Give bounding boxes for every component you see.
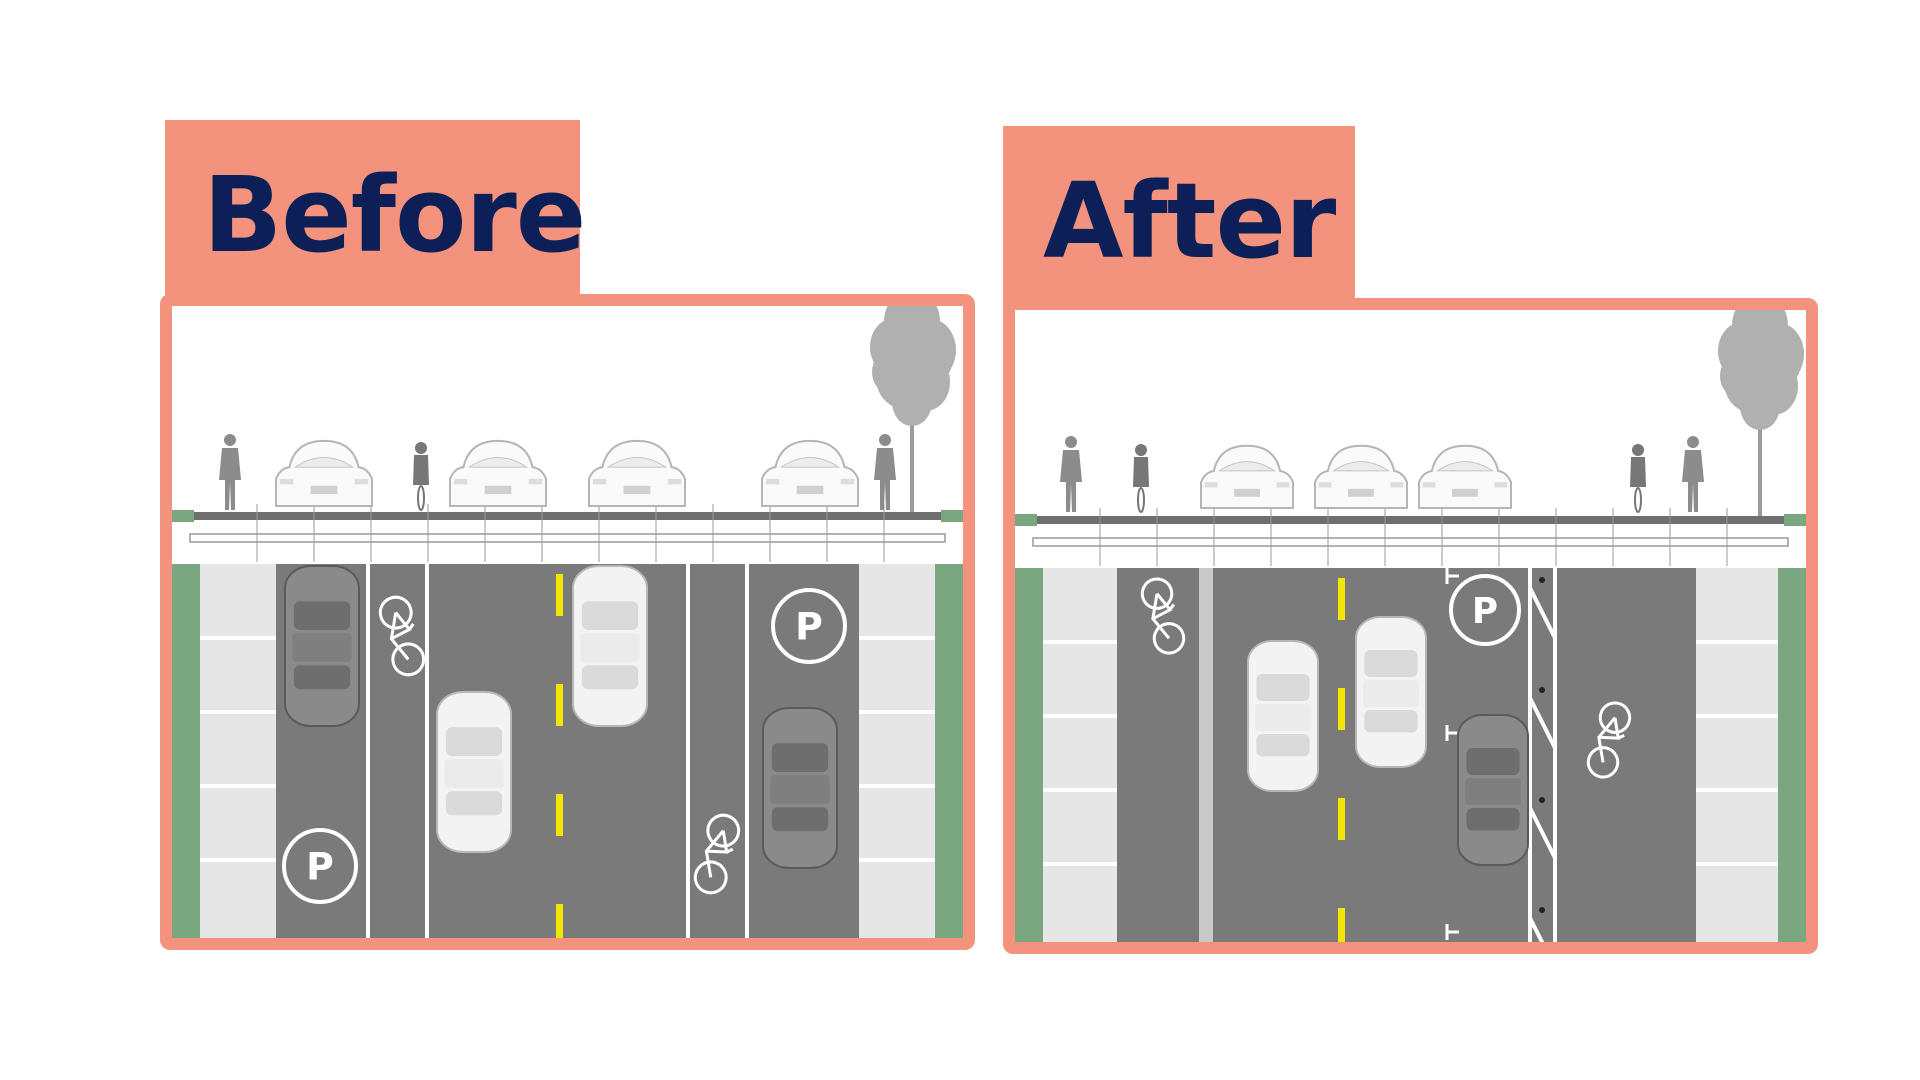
car-icon: [588, 439, 686, 507]
center-line-dash: [556, 794, 563, 836]
center-line-dash: [556, 684, 563, 726]
after-street-illustration: P: [1015, 310, 1806, 942]
tree-icon: [870, 306, 956, 512]
planting-strip-right: [935, 564, 963, 938]
car-icon: [275, 439, 373, 507]
dimension-line: [1032, 537, 1789, 547]
green-strip-left: [172, 510, 194, 522]
sidewalk-right: [859, 564, 935, 938]
before-street-illustration: PP: [172, 306, 963, 938]
sidewalk-left: [200, 564, 276, 938]
after-label: After: [1043, 160, 1336, 282]
bollard: [1539, 687, 1545, 693]
buffer-hatch: [1528, 917, 1545, 942]
center-line-dash: [556, 904, 563, 938]
pedestrian-icon: [1060, 436, 1082, 512]
roadway-asphalt: [276, 564, 859, 938]
after-label-tab: After: [1003, 126, 1355, 316]
roadway-elevation-line: [172, 512, 963, 520]
car-icon: [762, 707, 838, 869]
bike-symbol-icon: [1140, 577, 1186, 655]
sidewalk-right: [1696, 568, 1778, 942]
before-label: Before: [203, 154, 586, 276]
parking-tick: [1445, 568, 1459, 584]
sidewalk-left: [1043, 568, 1117, 942]
planting-strip-right: [1778, 568, 1806, 942]
center-line-dash: [1338, 798, 1345, 840]
svg-text:P: P: [1472, 591, 1498, 632]
center-line-dash: [1338, 908, 1345, 942]
cyclist-icon: [413, 442, 429, 511]
buffer-hatch: [1528, 697, 1557, 749]
buffer-hatch: [1528, 587, 1557, 639]
bike-symbol-icon: [693, 813, 741, 895]
parking-symbol-icon: P: [282, 828, 358, 904]
buffer-hatch: [1528, 807, 1557, 859]
parking-symbol-icon: P: [771, 588, 847, 664]
car-icon: [284, 565, 360, 727]
after-frame: P: [1003, 298, 1818, 954]
car-icon: [1457, 714, 1529, 866]
car-icon: [1418, 444, 1512, 509]
pedestrian-icon: [1682, 436, 1704, 512]
center-line-dash: [1338, 578, 1345, 620]
car-icon: [1247, 640, 1319, 792]
car-icon: [436, 691, 512, 853]
planting-strip-left: [1015, 568, 1043, 942]
car-icon: [572, 565, 648, 727]
planting-strip-left: [172, 564, 200, 938]
cyclist-icon: [1630, 444, 1646, 513]
svg-text:P: P: [306, 845, 334, 889]
car-icon: [1200, 444, 1294, 509]
dimension-line: [189, 533, 946, 543]
car-icon: [1314, 444, 1408, 509]
bike-lane-buffer: [1199, 568, 1213, 942]
roadway-elevation-line: [1015, 516, 1806, 524]
green-strip-right: [941, 510, 963, 522]
parking-tick: [1445, 725, 1459, 741]
center-line-dash: [556, 574, 563, 616]
green-strip-left: [1015, 514, 1037, 526]
bollard: [1539, 907, 1545, 913]
bike-symbol-icon: [1586, 701, 1632, 779]
pedestrian-icon: [219, 434, 241, 510]
center-line-dash: [1338, 688, 1345, 730]
green-strip-right: [1784, 514, 1806, 526]
parking-tick: [1445, 924, 1459, 940]
before-label-tab: Before: [165, 120, 586, 310]
cyclist-icon: [1133, 444, 1149, 513]
bollard: [1539, 797, 1545, 803]
tree-icon: [1718, 310, 1804, 516]
car-icon: [449, 439, 547, 507]
car-icon: [761, 439, 859, 507]
car-icon: [1355, 616, 1427, 768]
pedestrian-icon: [874, 434, 896, 510]
parking-symbol-icon: P: [1449, 574, 1521, 646]
svg-text:P: P: [795, 605, 823, 649]
bollard: [1539, 577, 1545, 583]
bike-symbol-icon: [378, 595, 426, 677]
